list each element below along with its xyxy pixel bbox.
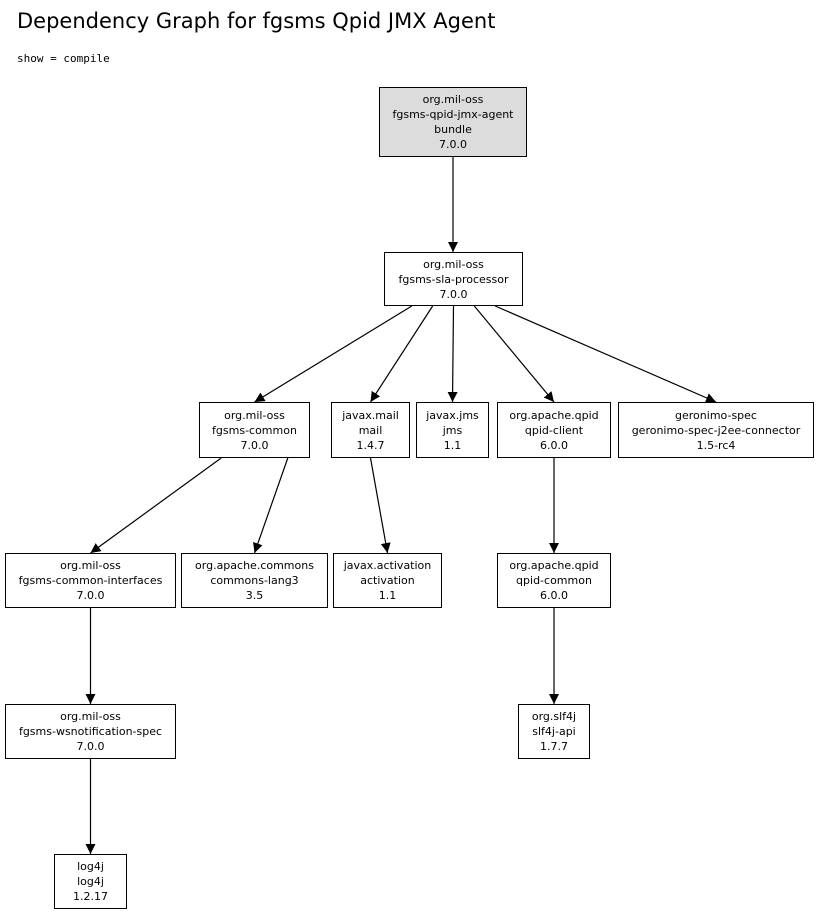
node-version: 1.4.7 [356, 438, 385, 452]
node-version: 6.0.0 [540, 589, 568, 602]
node-commons-lang3[interactable]: org.apache.commons commons-lang3 3.5 [181, 553, 328, 608]
node-artifact: fgsms-common [212, 423, 297, 437]
node-log4j[interactable]: log4j log4j 1.2.17 [54, 854, 127, 909]
page-title: Dependency Graph for fgsms Qpid JMX Agen… [17, 9, 496, 33]
node-version: 1.7.7 [540, 740, 568, 753]
node-group: org.mil-oss [224, 408, 285, 422]
node-artifact: qpid-common [516, 574, 592, 587]
node-artifact: fgsms-qpid-jmx-agent [392, 108, 514, 121]
node-version: 7.0.0 [439, 287, 468, 301]
node-artifact: fgsms-common-interfaces [18, 574, 163, 587]
node-group: org.apache.commons [195, 559, 314, 572]
node-artifact: mail [358, 423, 383, 437]
node-group: javax.activation [343, 559, 432, 572]
node-fgsms-wsnotification-spec[interactable]: org.mil-oss fgsms-wsnotification-spec 7.… [5, 704, 176, 759]
node-version: 7.0.0 [240, 438, 269, 452]
node-qpid-common[interactable]: org.apache.qpid qpid-common 6.0.0 [497, 553, 611, 608]
node-version: 7.0.0 [439, 138, 467, 151]
edge-sla-to-geronimo [494, 305, 717, 403]
node-fgsms-sla-processor[interactable]: org.mil-oss fgsms-sla-processor 7.0.0 [384, 252, 523, 306]
edge-sla-to-common [254, 305, 413, 403]
node-group: org.apache.qpid [509, 559, 599, 572]
node-version: 1.5-rc4 [696, 438, 736, 452]
node-fgsms-common[interactable]: org.mil-oss fgsms-common 7.0.0 [199, 402, 310, 458]
node-artifact: log4j [77, 875, 104, 888]
node-group: org.mil-oss [423, 257, 484, 271]
node-slf4j-api[interactable]: org.slf4j slf4j-api 1.7.7 [518, 704, 590, 759]
node-artifact: jms [442, 423, 463, 437]
node-group: org.mil-oss [60, 559, 121, 572]
node-version: 6.0.0 [540, 438, 568, 452]
edge-sla-to-qpidclient [473, 305, 555, 403]
node-group: javax.mail [342, 408, 399, 422]
edge-sla-to-mail [369, 305, 434, 403]
node-version: 1.2.17 [73, 890, 108, 903]
node-qpid-client[interactable]: org.apache.qpid qpid-client 6.0.0 [497, 402, 611, 458]
node-artifact: slf4j-api [532, 725, 576, 738]
node-group: log4j [77, 860, 104, 873]
node-version: 7.0.0 [76, 589, 105, 602]
node-group: geronimo-spec [675, 408, 757, 422]
edge-common-to-lang3 [253, 457, 289, 554]
node-group: org.slf4j [531, 710, 577, 723]
node-artifact: fgsms-sla-processor [398, 272, 509, 286]
node-version: 3.5 [245, 589, 264, 602]
node-fgsms-common-interfaces[interactable]: org.mil-oss fgsms-common-interfaces 7.0.… [5, 553, 176, 608]
node-version: 7.0.0 [76, 740, 105, 753]
edge-common-to-interfaces [90, 457, 222, 554]
node-group: org.mil-oss [422, 93, 484, 106]
node-artifact: commons-lang3 [210, 574, 299, 587]
node-javax-mail[interactable]: javax.mail mail 1.4.7 [331, 402, 410, 458]
node-geronimo-spec-j2ee-connector[interactable]: geronimo-spec geronimo-spec-j2ee-connect… [618, 402, 814, 458]
node-version: 1.1 [378, 589, 397, 602]
scope-filter-label: show = compile [17, 52, 110, 65]
node-packaging: bundle [434, 123, 472, 136]
node-javax-jms[interactable]: javax.jms jms 1.1 [416, 402, 489, 458]
node-artifact: activation [360, 574, 415, 587]
node-group: javax.jms [426, 408, 479, 422]
node-artifact: geronimo-spec-j2ee-connector [631, 423, 801, 437]
edge-mail-to-activation [369, 457, 391, 554]
node-group: org.apache.qpid [509, 408, 599, 422]
node-fgsms-qpid-jmx-agent[interactable]: org.mil-oss fgsms-qpid-jmx-agent bundle … [379, 87, 527, 157]
node-group: org.mil-oss [60, 710, 121, 723]
node-artifact: qpid-client [524, 423, 584, 437]
node-version: 1.1 [443, 438, 462, 452]
edge-sla-to-jms [447, 305, 458, 403]
node-artifact: fgsms-wsnotification-spec [18, 725, 163, 738]
node-javax-activation[interactable]: javax.activation activation 1.1 [333, 553, 442, 608]
